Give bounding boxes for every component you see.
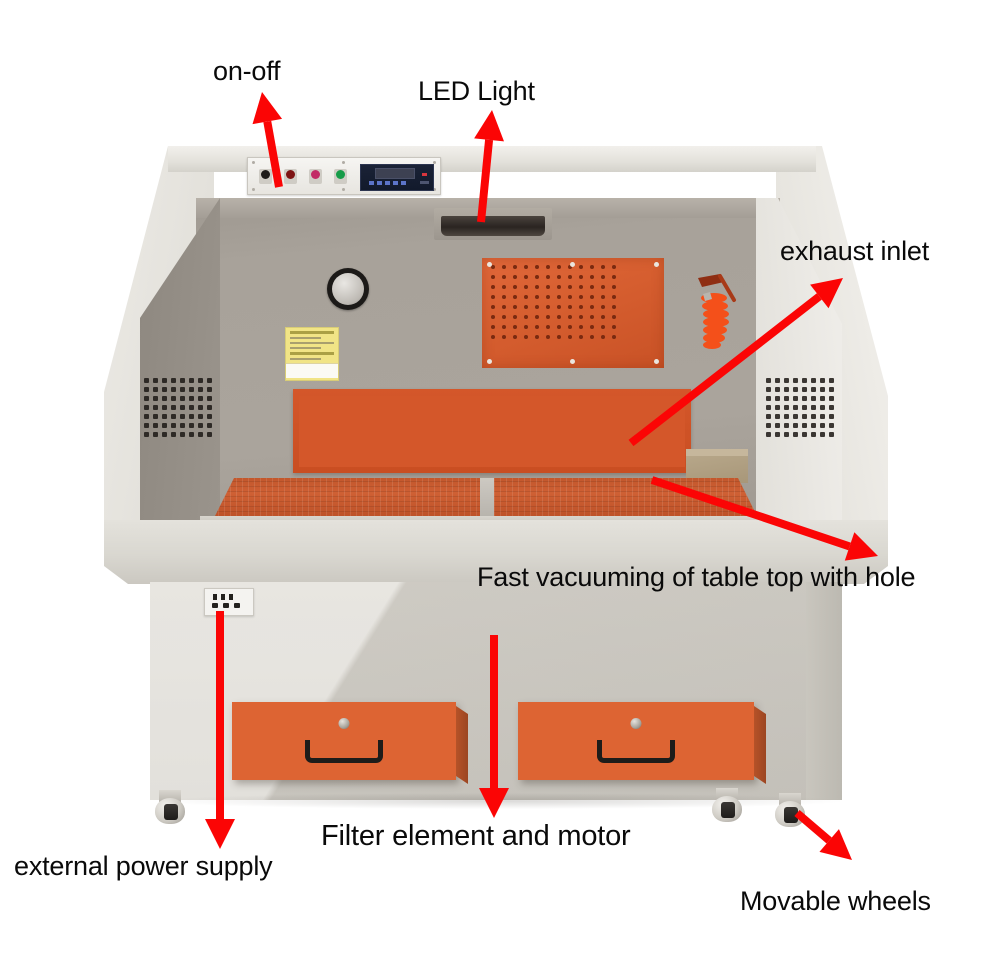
- caution-label: [285, 327, 339, 381]
- controller-screen: [375, 168, 415, 179]
- led-light-fixture: [441, 216, 545, 236]
- pressure-gauge: [327, 268, 369, 310]
- right-perforated-vent: [766, 378, 834, 437]
- left-perforated-vent: [144, 378, 212, 437]
- control-panel[interactable]: [247, 157, 441, 195]
- digital-controller[interactable]: [360, 164, 434, 191]
- filter-drawer-left[interactable]: [232, 702, 468, 784]
- cardboard-box: [686, 449, 748, 483]
- cabinet-right-side: [806, 582, 842, 800]
- tool-pegboard: [482, 258, 664, 368]
- controller-keys[interactable]: [369, 181, 406, 185]
- filter-grille: [293, 389, 691, 473]
- power-toggle-switch[interactable]: [259, 169, 272, 184]
- controller-led-icon: [422, 173, 427, 176]
- controller-label: [420, 181, 429, 184]
- callout-led-light: LED Light: [418, 76, 535, 106]
- indicator-button-pink[interactable]: [309, 169, 322, 184]
- drawer-lock-icon[interactable]: [630, 718, 642, 729]
- drawer-lock-icon[interactable]: [338, 718, 350, 729]
- emergency-stop-button[interactable]: [284, 169, 297, 184]
- drawer-handle[interactable]: [305, 740, 383, 763]
- callout-fast-vacuuming: Fast vacuuming of table top with hole: [477, 562, 916, 592]
- start-button-green[interactable]: [334, 169, 347, 184]
- power-outlet-socket[interactable]: [204, 588, 254, 616]
- callout-exhaust-inlet: exhaust inlet: [780, 236, 929, 266]
- callout-filter-element-and-motor: Filter element and motor: [321, 820, 631, 852]
- callout-on-off: on-off: [213, 56, 281, 86]
- callout-external-power-supply: external power supply: [14, 851, 273, 881]
- filter-drawer-right[interactable]: [518, 702, 766, 784]
- drawer-handle[interactable]: [597, 740, 675, 763]
- callout-movable-wheels: Movable wheels: [740, 886, 931, 916]
- coiled-air-hose: [698, 274, 736, 349]
- table-center-gap: [480, 478, 494, 520]
